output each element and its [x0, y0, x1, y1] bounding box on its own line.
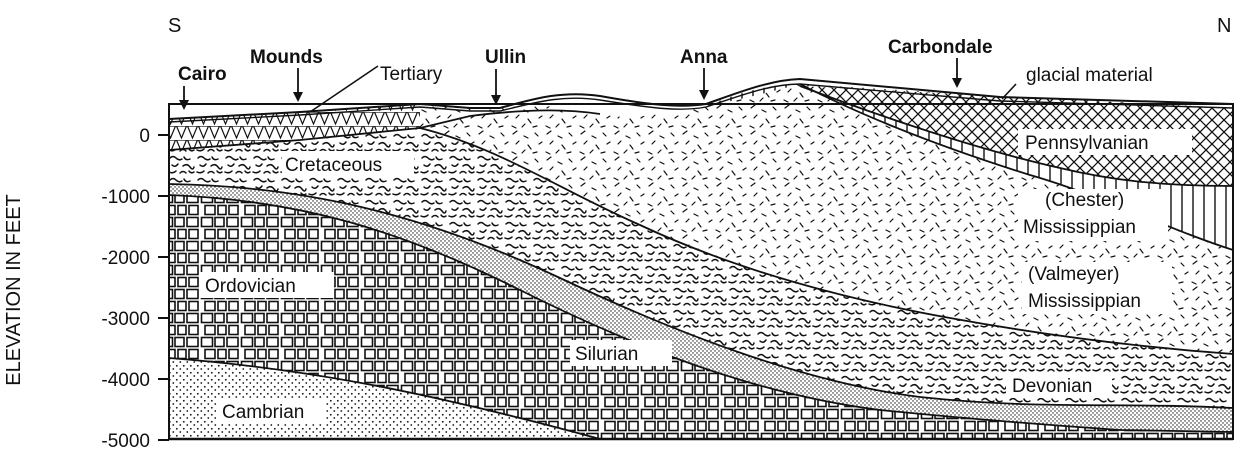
label-cretaceous: Cretaceous [285, 155, 382, 176]
y-axis-title: ELEVATION IN FEET [3, 194, 25, 386]
y-tick-label: -5000 [101, 431, 150, 452]
label-cambrian: Cambrian [222, 402, 304, 423]
y-tick-label: 0 [139, 126, 150, 147]
label-ordovician: Ordovician [205, 276, 296, 297]
label-glacial: glacial material [1026, 65, 1153, 86]
town-mounds: Mounds [250, 47, 323, 68]
town-labels: Cairo Mounds Ullin Anna Carbondale [178, 37, 993, 85]
label-devonian: Devonian [1012, 376, 1092, 397]
label-tertiary: Tertiary [380, 64, 443, 85]
label-chester: (Chester) [1045, 190, 1124, 211]
label-valmeyer: (Valmeyer) [1028, 264, 1120, 285]
town-carbondale: Carbondale [888, 37, 993, 58]
label-valmeyer-mississippian: Mississippian [1028, 291, 1141, 312]
direction-south: S [168, 15, 181, 37]
town-ullin: Ullin [485, 47, 526, 68]
y-axis: 0 -1000 -2000 -3000 -4000 -5000 ELEVATIO… [3, 126, 169, 452]
y-tick-label: -3000 [101, 309, 150, 330]
town-anna: Anna [680, 47, 728, 68]
y-tick-label: -4000 [101, 370, 150, 391]
direction-north: N [1217, 15, 1231, 37]
label-chester-mississippian: Mississippian [1023, 217, 1136, 238]
town-cairo: Cairo [178, 64, 227, 85]
label-silurian: Silurian [575, 344, 638, 365]
label-pennsylvanian: Pennsylvanian [1025, 133, 1149, 154]
y-tick-label: -1000 [101, 187, 150, 208]
y-tick-label: -2000 [101, 248, 150, 269]
